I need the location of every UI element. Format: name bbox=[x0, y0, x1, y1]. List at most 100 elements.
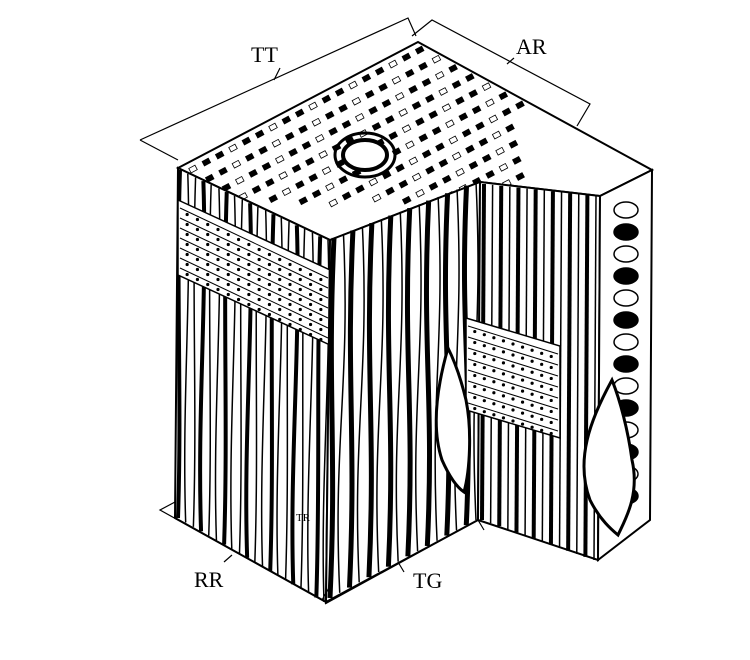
pit bbox=[501, 350, 506, 354]
pit bbox=[247, 282, 251, 287]
pit bbox=[195, 247, 200, 252]
label-tg: TG bbox=[413, 568, 442, 593]
pit bbox=[185, 222, 189, 227]
ray-row bbox=[467, 391, 559, 421]
ray-row bbox=[467, 325, 559, 355]
cell bbox=[401, 52, 412, 62]
pit bbox=[530, 359, 534, 363]
cell bbox=[498, 162, 509, 172]
pit bbox=[492, 369, 496, 373]
pit bbox=[549, 420, 553, 425]
right-ray-band bbox=[465, 316, 561, 440]
pit bbox=[236, 257, 241, 262]
cell bbox=[214, 150, 225, 160]
transverse-face bbox=[175, 40, 655, 242]
pit bbox=[206, 232, 210, 237]
pit bbox=[185, 262, 189, 267]
pit bbox=[549, 376, 553, 381]
pit bbox=[530, 370, 534, 374]
pit bbox=[195, 227, 200, 232]
pit bbox=[206, 262, 210, 267]
ar-bracket bbox=[411, 19, 591, 127]
cell bbox=[511, 155, 522, 165]
cell bbox=[291, 164, 302, 173]
pit bbox=[473, 340, 477, 345]
side-cell bbox=[613, 289, 639, 307]
ray-row bbox=[467, 358, 559, 388]
pit bbox=[206, 242, 210, 247]
cell bbox=[371, 122, 382, 131]
ray-row bbox=[179, 247, 329, 319]
pit bbox=[501, 361, 506, 365]
ray-row bbox=[467, 402, 559, 432]
fiber bbox=[337, 234, 346, 593]
pit bbox=[236, 247, 241, 252]
fiber bbox=[434, 196, 441, 541]
pit bbox=[236, 277, 241, 282]
cell bbox=[404, 68, 415, 78]
pit bbox=[492, 402, 496, 406]
pit bbox=[308, 272, 313, 277]
label-ar: AR bbox=[516, 34, 547, 59]
pit bbox=[236, 297, 241, 302]
pit bbox=[492, 391, 496, 395]
pit bbox=[195, 257, 200, 262]
cell bbox=[411, 101, 422, 110]
pit bbox=[216, 287, 220, 292]
cell bbox=[401, 124, 412, 134]
pit bbox=[482, 377, 486, 381]
cell bbox=[408, 84, 418, 94]
cell bbox=[288, 147, 298, 157]
pit bbox=[492, 358, 496, 362]
pit bbox=[540, 428, 544, 432]
pit bbox=[473, 384, 477, 389]
cell bbox=[321, 94, 332, 104]
pit bbox=[226, 272, 230, 277]
pit bbox=[247, 292, 251, 297]
pit bbox=[267, 292, 272, 297]
pit bbox=[298, 327, 302, 332]
cell bbox=[428, 110, 439, 120]
pit bbox=[236, 287, 241, 292]
pit bbox=[473, 351, 477, 356]
pit bbox=[520, 389, 525, 393]
pit bbox=[319, 287, 323, 292]
pit bbox=[511, 397, 515, 401]
cell bbox=[501, 107, 512, 117]
cell bbox=[301, 140, 312, 150]
pit bbox=[511, 408, 515, 412]
fiber bbox=[583, 195, 590, 557]
pit bbox=[520, 422, 525, 426]
cell bbox=[188, 164, 198, 174]
fiber bbox=[423, 200, 433, 547]
pit bbox=[549, 409, 553, 414]
cell bbox=[485, 169, 495, 179]
pit bbox=[185, 242, 189, 247]
cell bbox=[425, 165, 435, 175]
pit bbox=[267, 282, 272, 287]
pit bbox=[247, 252, 251, 257]
cell bbox=[281, 115, 292, 125]
pit bbox=[482, 344, 486, 348]
cell bbox=[495, 146, 505, 156]
pit bbox=[482, 399, 486, 403]
cell bbox=[281, 187, 292, 197]
side-cell bbox=[613, 201, 639, 219]
pit bbox=[540, 373, 544, 377]
cell bbox=[475, 121, 485, 131]
cell bbox=[408, 156, 419, 166]
right-block bbox=[434, 168, 654, 563]
cell bbox=[478, 137, 489, 147]
cell bbox=[274, 154, 285, 164]
cell bbox=[471, 105, 482, 115]
cell bbox=[241, 136, 252, 146]
pit bbox=[473, 406, 477, 411]
fiber bbox=[356, 226, 365, 583]
fiber bbox=[385, 215, 394, 567]
cell bbox=[368, 177, 379, 187]
cell bbox=[428, 181, 439, 191]
pit bbox=[257, 247, 261, 252]
pit bbox=[226, 282, 230, 287]
cell bbox=[458, 112, 469, 122]
pit bbox=[549, 365, 553, 370]
